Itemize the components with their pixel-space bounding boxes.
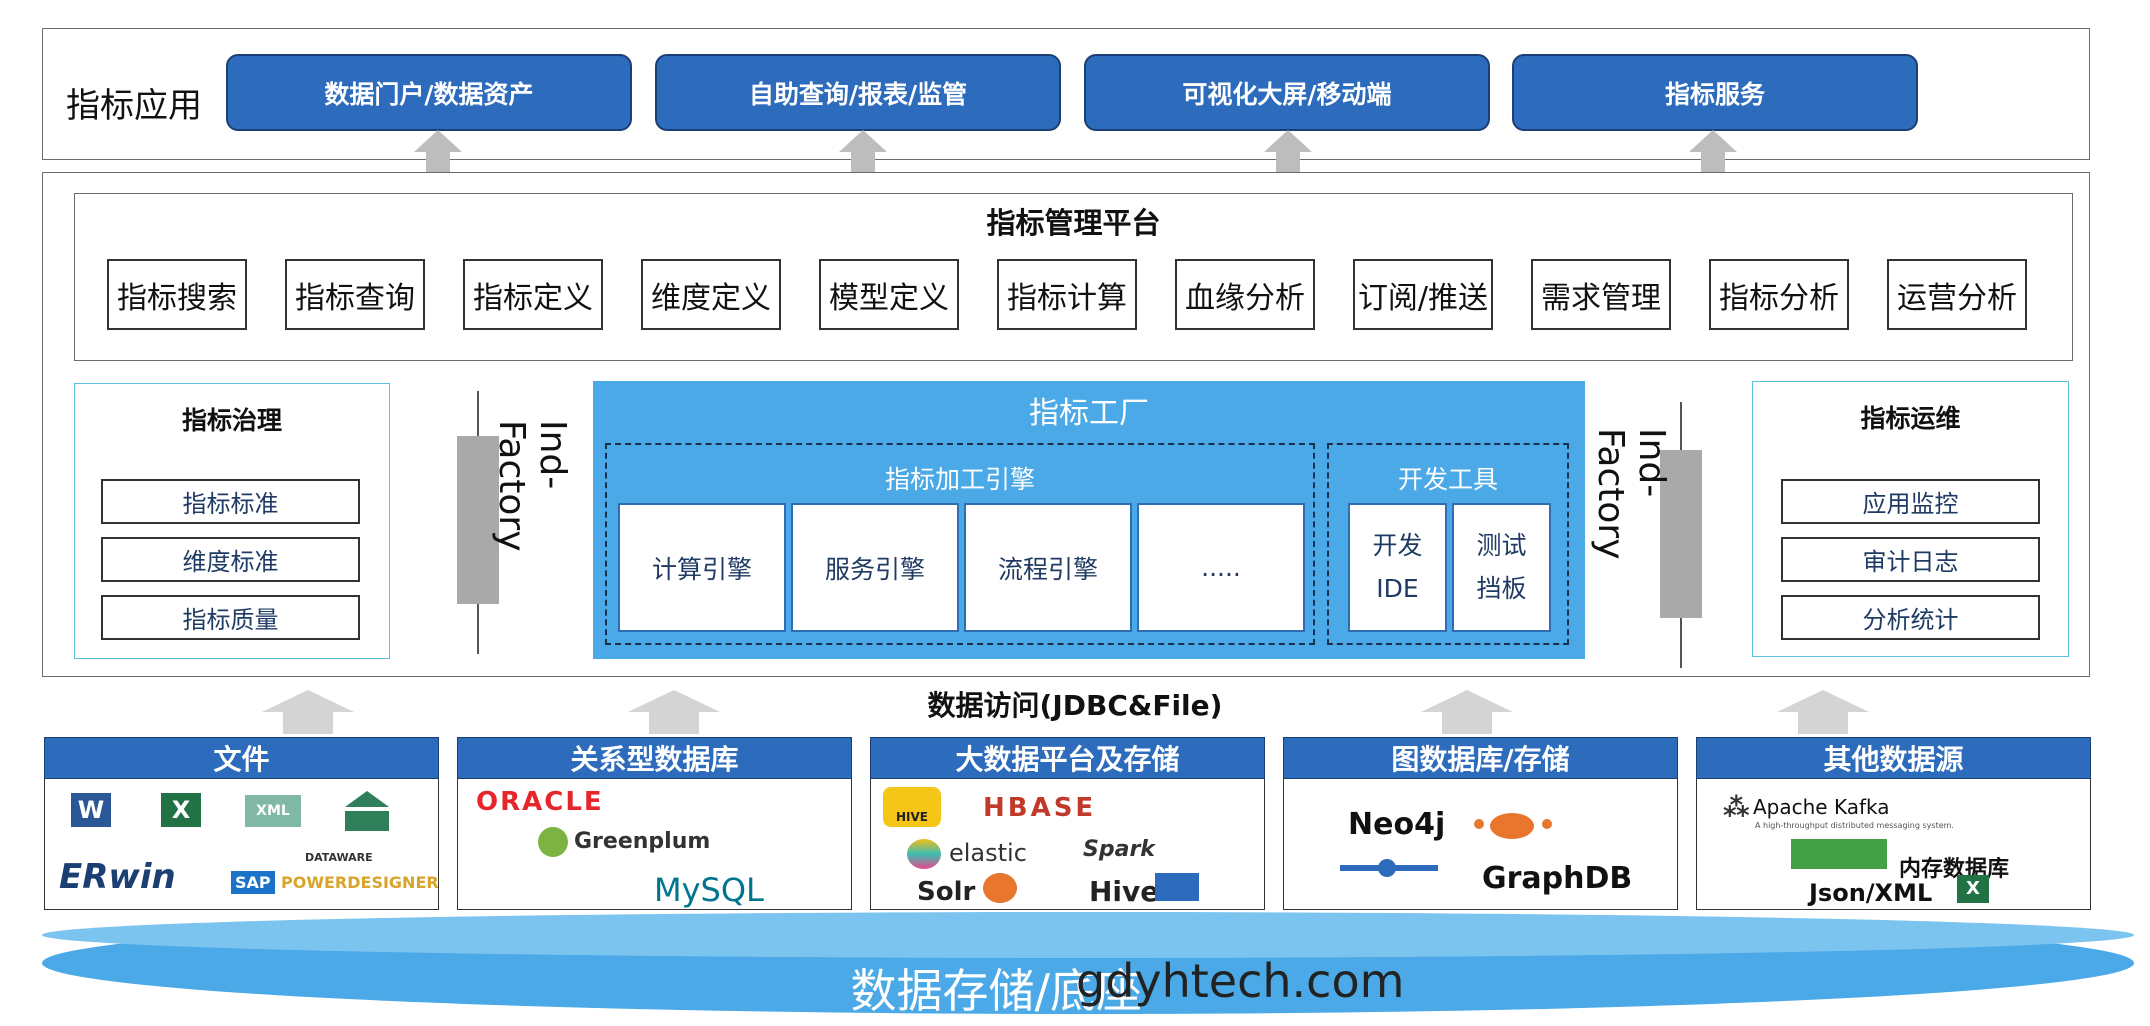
- up-arrow-icon: [628, 690, 720, 734]
- left-ind-factory-label: Ind-Factory: [491, 420, 573, 552]
- up-arrow-icon: [1421, 690, 1513, 734]
- right-connector-bar: [1660, 450, 1702, 618]
- excel-icon: X: [161, 793, 201, 827]
- feature-operation-analysis[interactable]: 运营分析: [1887, 259, 2027, 330]
- app-button-portal[interactable]: 数据门户/数据资产: [226, 54, 632, 131]
- source-files-body: W X XML ERwin SAP DATAWARE POWERDESIGNER: [44, 779, 439, 910]
- xml-file-icon: XML: [245, 795, 301, 827]
- feature-indicator-analysis[interactable]: 指标分析: [1709, 259, 1849, 330]
- tool-dev-ide-line1: 开发: [1372, 531, 1423, 560]
- feature-lineage-analysis[interactable]: 血缘分析: [1175, 259, 1315, 330]
- up-arrow-icon: [262, 690, 354, 734]
- app-layer-label: 指标应用: [66, 86, 202, 126]
- source-bigdata-header: 大数据平台及存储: [870, 737, 1265, 779]
- tool-dev-ide[interactable]: 开发 IDE: [1348, 503, 1447, 632]
- dev-tools-title: 开发工具: [1397, 465, 1498, 494]
- ops-title: 指标运维: [1860, 404, 1961, 433]
- engine-more[interactable]: .....: [1137, 503, 1305, 632]
- tool-test-mock-line1: 测试: [1476, 531, 1527, 560]
- dev-tools-group: [1327, 443, 1569, 645]
- feature-indicator-definition[interactable]: 指标定义: [463, 259, 603, 330]
- oracle-logo: ORACLE: [476, 787, 604, 817]
- management-platform-title: 指标管理平台: [986, 206, 1161, 240]
- source-graph-body: Neo4j GraphDB: [1283, 779, 1678, 910]
- memory-db-icon: [1791, 839, 1887, 869]
- kafka-icon: ⁂: [1723, 793, 1750, 823]
- storage-base-top: [42, 912, 2134, 958]
- source-graph-header: 图数据库/存储: [1283, 737, 1678, 779]
- solr-logo: Solr: [917, 877, 976, 907]
- ops-item-app-monitor[interactable]: 应用监控: [1781, 479, 2040, 524]
- feature-subscribe-push[interactable]: 订阅/推送: [1353, 259, 1493, 330]
- tool-test-mock-line2: 挡板: [1476, 573, 1527, 603]
- up-arrow-icon: [1777, 690, 1869, 734]
- word-icon: W: [71, 793, 111, 827]
- processing-engine-group: [605, 443, 1315, 645]
- right-ind-factory-label: Ind-Factory: [1590, 428, 1672, 560]
- ops-item-analysis-stats[interactable]: 分析统计: [1781, 595, 2040, 640]
- hive-table-logo: Hive: [1089, 875, 1160, 908]
- watermark: gdyhtech.com: [1076, 954, 1405, 1008]
- upload-icon: [345, 791, 389, 831]
- indicator-factory-title: 指标工厂: [1029, 396, 1149, 431]
- feature-dimension-definition[interactable]: 维度定义: [641, 259, 781, 330]
- powerdesigner-logo: POWERDESIGNER: [281, 873, 439, 892]
- elastic-icon: [907, 839, 941, 869]
- governance-item-dimension-standard[interactable]: 维度标准: [101, 537, 360, 582]
- kafka-tagline: A high-throughput distributed messaging …: [1755, 821, 1954, 830]
- graph-cluster-icon: [1490, 813, 1534, 839]
- feature-model-definition[interactable]: 模型定义: [819, 259, 959, 330]
- graph-dot: [1474, 819, 1484, 829]
- greenplum-logo: Greenplum: [574, 829, 711, 854]
- kafka-logo: Apache Kafka: [1753, 795, 1890, 819]
- mysql-logo: MySQL: [654, 871, 764, 909]
- source-other-body: ⁂ Apache Kafka A high-throughput distrib…: [1696, 779, 2091, 910]
- source-bigdata-body: HIVE HBASE elastic Spark Solr Hive: [870, 779, 1265, 910]
- json-xml-label: Json/XML: [1809, 879, 1933, 907]
- hive-logo: HIVE: [883, 787, 941, 827]
- graph-dot: [1542, 819, 1552, 829]
- graphdb-logo: GraphDB: [1482, 861, 1633, 896]
- feature-requirement-management[interactable]: 需求管理: [1531, 259, 1671, 330]
- source-rdb-body: ORACLE Greenplum MySQL: [457, 779, 852, 910]
- table-icon: [1155, 873, 1199, 901]
- source-other-header: 其他数据源: [1696, 737, 2091, 779]
- feature-indicator-search[interactable]: 指标搜索: [107, 259, 247, 330]
- processing-engine-title: 指标加工引擎: [884, 465, 1035, 494]
- governance-item-indicator-standard[interactable]: 指标标准: [101, 479, 360, 524]
- storage-base-label: 数据存储/底座: [850, 964, 1143, 1018]
- ops-item-audit-log[interactable]: 审计日志: [1781, 537, 2040, 582]
- spark-logo: Spark: [1083, 837, 1155, 862]
- source-rdb-header: 关系型数据库: [457, 737, 852, 779]
- erwin-logo: ERwin: [59, 857, 176, 897]
- greenplum-icon: [538, 827, 568, 857]
- feature-indicator-query[interactable]: 指标查询: [285, 259, 425, 330]
- excel-icon-small: X: [1957, 875, 1989, 903]
- engine-process[interactable]: 流程引擎: [964, 503, 1132, 632]
- governance-title: 指标治理: [181, 406, 282, 435]
- app-button-query[interactable]: 自助查询/报表/监管: [655, 54, 1061, 131]
- data-access-label: 数据访问(JDBC&File): [927, 689, 1223, 722]
- governance-item-indicator-quality[interactable]: 指标质量: [101, 595, 360, 640]
- tool-dev-ide-line2: IDE: [1376, 573, 1419, 603]
- sap-logo: SAP: [231, 871, 275, 894]
- dataware-logo: DATAWARE: [305, 851, 373, 864]
- app-button-bigscreen[interactable]: 可视化大屏/移动端: [1084, 54, 1490, 131]
- source-files-header: 文件: [44, 737, 439, 779]
- left-connector-bar: [457, 436, 499, 604]
- hbase-logo: HBASE: [983, 793, 1097, 823]
- engine-service[interactable]: 服务引擎: [791, 503, 959, 632]
- engine-calculation[interactable]: 计算引擎: [618, 503, 786, 632]
- app-button-service[interactable]: 指标服务: [1512, 54, 1918, 131]
- elastic-logo: elastic: [949, 839, 1027, 867]
- memory-db-label: 内存数据库: [1899, 857, 2010, 882]
- graph-node: [1378, 859, 1396, 877]
- neo4j-logo: Neo4j: [1348, 807, 1446, 842]
- tool-test-mock[interactable]: 测试 挡板: [1452, 503, 1551, 632]
- solr-icon: [983, 873, 1017, 903]
- feature-indicator-calculation[interactable]: 指标计算: [997, 259, 1137, 330]
